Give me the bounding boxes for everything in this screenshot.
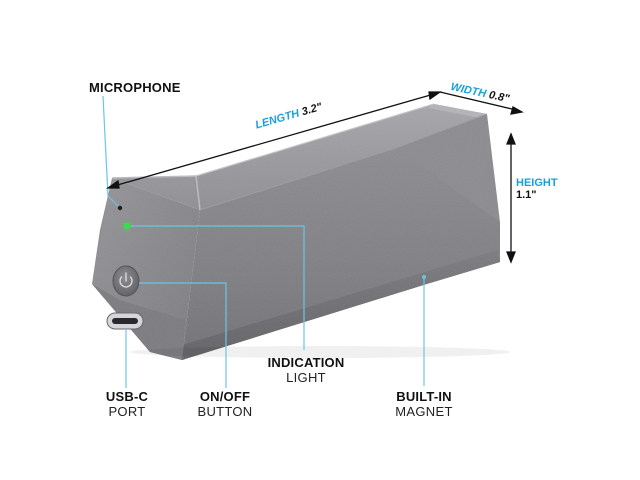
label-builtin-line1: BUILT-IN [396,389,452,404]
usbc-port[interactable] [106,312,144,330]
callout-line-onoff [139,282,227,388]
length-arrow-left [105,179,120,189]
callout-line-indication [131,225,305,350]
width-line [439,91,517,111]
label-onoff-button: ON/OFF BUTTON [190,389,260,420]
label-onoff-line2: BUTTON [197,403,253,419]
onoff-button[interactable] [112,265,140,297]
dimension-lines [105,91,524,264]
dimension-height-label: HEIGHT 1.1" [516,177,558,201]
label-usbc-line2: PORT [108,403,146,419]
power-icon [119,272,133,288]
label-usbc-port: USB-C PORT [100,389,154,420]
callout-line-microphone [102,95,119,207]
label-microphone-text: MICROPHONE [89,80,181,95]
length-line [113,93,435,187]
label-builtin-magnet: BUILT-IN MAGNET [386,389,462,420]
microphone-hole [117,205,123,211]
height-name: HEIGHT [516,177,558,189]
width-arrow-right [510,106,524,115]
label-indication-light: INDICATION LIGHT [262,355,350,386]
magnet-point [422,275,426,279]
height-arrow-bottom [506,251,516,264]
indication-led [121,220,133,232]
height-arrow-top [506,132,516,145]
label-indication-line1: INDICATION [267,355,345,370]
label-microphone: MICROPHONE [89,80,181,96]
label-onoff-line1: ON/OFF [199,389,251,404]
callout-lines [102,95,425,388]
label-indication-line2: LIGHT [286,369,326,385]
label-builtin-line2: MAGNET [395,403,453,419]
label-usbc-line1: USB-C [105,389,149,404]
height-value: 1.1" [516,189,537,202]
length-arrow-right [428,91,443,101]
